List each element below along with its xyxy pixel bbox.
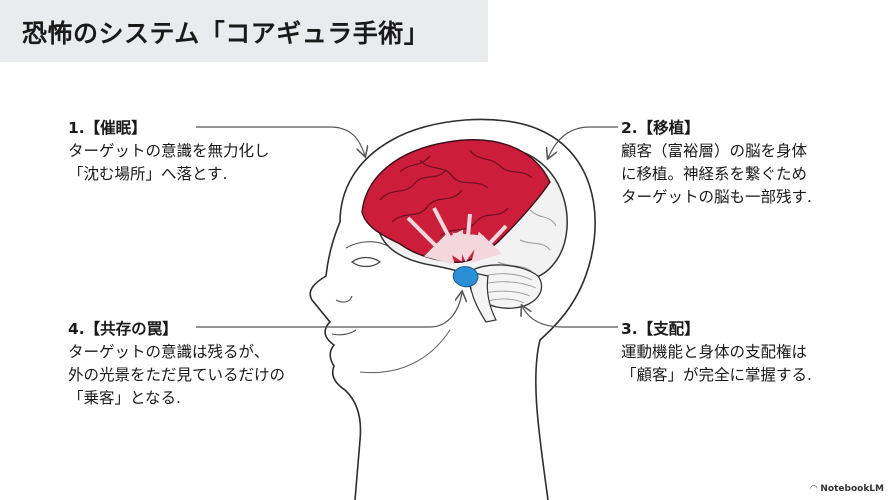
brainstem	[469, 271, 497, 323]
step-1-line-2: 「沈む場所」へ落とす.	[68, 165, 228, 183]
page-title: 恐怖のシステム「コアギュラ手術」	[22, 19, 430, 48]
nose-line	[335, 295, 353, 303]
step-4-line-2: 外の光景をただ見ているだけの	[68, 366, 286, 384]
jaw-line	[359, 329, 451, 374]
eye	[350, 256, 382, 268]
step-1-block: 1.【催眠】 ターゲットの意識を無力化し 「沈む場所」へ落とす.	[68, 117, 270, 186]
step-4-heading: 4.【共存の罠】	[68, 320, 178, 338]
step-4-line-1: ターゲットの意識は残るが、	[68, 343, 270, 361]
callout-line-3	[522, 306, 618, 328]
logo-text: NotebookLM	[820, 484, 884, 494]
notebooklm-logo: ◠ NotebookLM	[810, 484, 884, 494]
step-2-block: 2.【移植】 顧客（富裕層）の脳を身体 に移植。神経系を繋ぐため ターゲットの脳…	[621, 117, 812, 209]
title-bar: 恐怖のシステム「コアギュラ手術」	[0, 0, 488, 62]
red-arrows	[406, 207, 508, 265]
mouth-line	[331, 329, 357, 336]
step-3-line-2: 「顧客」が完全に掌握する.	[621, 366, 812, 384]
step-2-line-2: に移植。神経系を繋ぐため	[621, 165, 808, 183]
step-2-line-3: ターゲットの脳も一部残す.	[621, 188, 812, 206]
callout-line-1	[196, 126, 365, 156]
step-2-heading: 2.【移植】	[621, 119, 700, 137]
callout-line-2	[548, 126, 618, 158]
step-3-block: 3.【支配】 運動機能と身体の支配権は 「顧客」が完全に掌握する.	[621, 318, 812, 387]
step-3-line-1: 運動機能と身体の支配権は	[621, 343, 808, 361]
callout-lines	[196, 126, 618, 328]
step-4-line-3: 「乗客」となる.	[68, 389, 181, 407]
step-4-block: 4.【共存の罠】 ターゲットの意識は残るが、 外の光景をただ見ているだけの 「乗…	[68, 318, 285, 410]
step-3-heading: 3.【支配】	[621, 320, 700, 338]
eyebrow	[345, 241, 389, 249]
notebooklm-icon: ◠	[810, 484, 821, 494]
head-outline	[309, 118, 596, 500]
step-2-line-1: 顧客（富裕層）の脳を身体	[621, 142, 808, 160]
step-1-heading: 1.【催眠】	[68, 119, 147, 137]
step-1-line-1: ターゲットの意識を無力化し	[68, 142, 270, 160]
brainstem-blue-region	[452, 266, 479, 288]
callout-line-4	[196, 292, 462, 328]
